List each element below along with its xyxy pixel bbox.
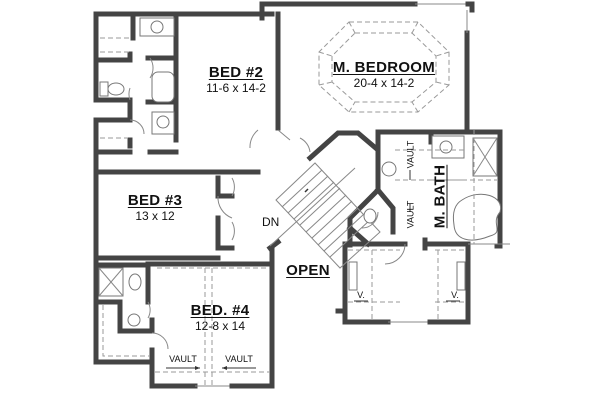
tray-ceiling [318,21,450,113]
room-label-bed4: BED. #4 12-8 x 14 [170,303,270,332]
room-dimensions: 13 x 12 [135,209,175,223]
vault-arrows [166,170,460,370]
room-dimensions: 11-6 x 14-2 [206,81,266,95]
vault-label-bath-lower: VAULT [405,200,416,229]
doors [128,57,406,350]
vault-label-bed4-right: VAULT [225,354,253,364]
room-label-bed3: BED #3 13 x 12 [110,193,200,222]
v-label-left: V. [357,290,365,300]
stair-direction-label: DN [262,215,280,229]
room-label-master-bedroom: M. BEDROOM 20-4 x 14-2 [324,60,444,89]
v-label-right: V. [451,290,459,300]
room-name: BED. #4 [190,302,250,319]
room-dimensions: 12-8 x 14 [194,319,246,333]
room-label-bed2: BED #2 11-6 x 14-2 [186,65,286,94]
room-name: BED #2 [208,64,264,81]
vault-label-bed4-left: VAULT [169,354,197,364]
room-name: BED #3 [127,192,183,209]
stair [269,162,381,269]
soffit-lines [100,37,497,386]
room-label-master-bath: M. BATH [431,164,449,229]
room-label-open: OPEN [286,262,330,279]
room-name: M. BEDROOM [332,59,436,76]
fixtures [98,17,502,327]
walls [93,1,510,389]
room-dimensions: 20-4 x 14-2 [353,76,415,90]
vault-label-bath-upper: VAULT [405,140,416,169]
